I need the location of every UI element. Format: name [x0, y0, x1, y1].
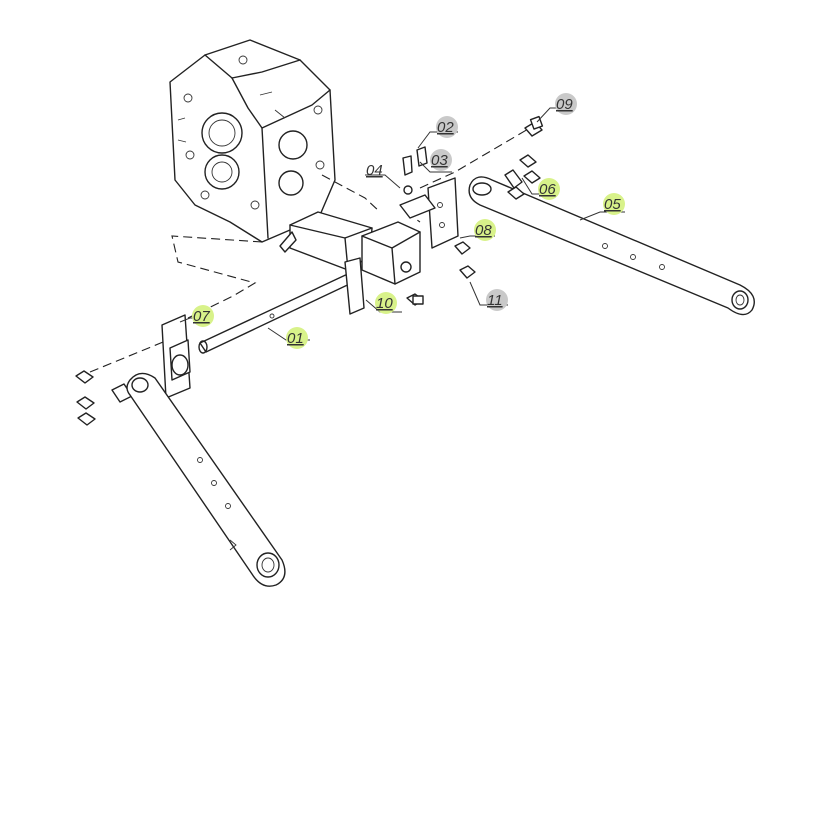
callout-03: 03 — [430, 149, 452, 171]
upper-right-bolts — [504, 115, 544, 200]
callout-07: 07 — [192, 305, 214, 327]
center-bolts — [402, 146, 476, 306]
svg-text:07: 07 — [193, 308, 210, 325]
cross-shaft — [198, 271, 359, 354]
callout-05: 05 — [603, 193, 625, 215]
svg-text:10: 10 — [376, 295, 393, 312]
left-bracket-plate — [161, 314, 191, 399]
svg-text:11: 11 — [487, 292, 503, 309]
callout-09: 09 — [555, 93, 577, 115]
center-bracket — [279, 211, 421, 315]
svg-text:01: 01 — [287, 330, 304, 347]
svg-text:06: 06 — [539, 181, 556, 198]
callout-08: 08 — [474, 219, 496, 241]
svg-text:02: 02 — [437, 119, 454, 136]
callout-04: 04 — [366, 162, 383, 179]
svg-text:05: 05 — [604, 196, 621, 213]
callout-01: 01 — [286, 327, 308, 349]
svg-text:03: 03 — [431, 152, 448, 169]
callout-06: 06 — [538, 178, 560, 200]
svg-text:08: 08 — [475, 222, 492, 239]
callout-11: 11 — [486, 289, 508, 311]
svg-text:09: 09 — [556, 96, 573, 113]
right-bracket-plate — [399, 177, 459, 249]
svg-text:04: 04 — [366, 162, 383, 179]
callout-10: 10 — [375, 292, 397, 314]
right-lift-arm — [468, 176, 755, 316]
assembly-lines — [89, 124, 536, 373]
callout-02: 02 — [436, 116, 458, 138]
gearbox-housing — [169, 39, 336, 243]
left-bolts — [75, 370, 133, 426]
left-lift-arm — [126, 372, 286, 587]
